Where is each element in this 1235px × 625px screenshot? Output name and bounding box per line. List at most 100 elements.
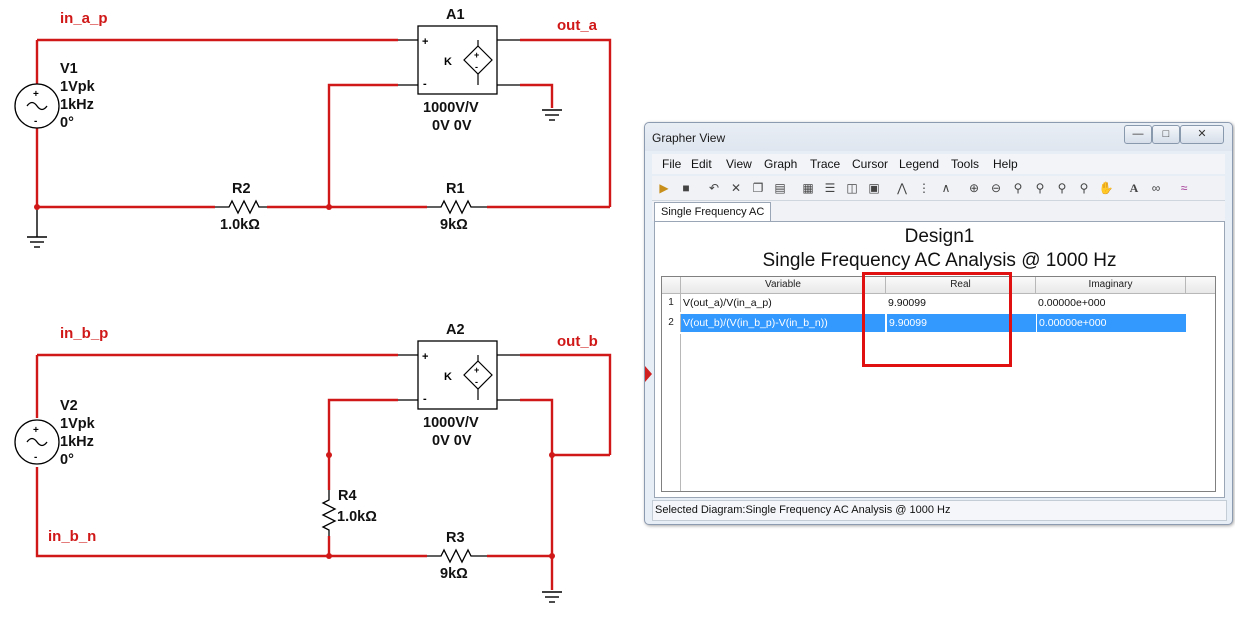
ground-icon bbox=[542, 109, 562, 121]
menu-cursor[interactable]: Cursor bbox=[852, 157, 889, 171]
save-icon[interactable]: ■ bbox=[682, 181, 690, 195]
svg-text:+: + bbox=[474, 365, 479, 375]
v2-amplitude: 1Vpk bbox=[60, 416, 96, 432]
a2-k-label: K bbox=[444, 371, 452, 383]
ac-source-v1[interactable]: + - bbox=[14, 83, 60, 129]
menu-legend[interactable]: Legend bbox=[899, 157, 940, 171]
toolbar: ▶ ■ ↶ ✕ ❐ ▤ ▦ ☰ ◫ ▣ ⋀ ⋮ ∧ ⊕ ⊖ ⚲ ⚲ ⚲ ⚲ ✋ … bbox=[652, 176, 1225, 201]
diagram-title: Design1 bbox=[904, 226, 975, 247]
net-label-out-b: out_b bbox=[557, 333, 598, 350]
zoom-in-icon[interactable]: ⊕ bbox=[968, 181, 980, 195]
label-icon[interactable]: ∞ bbox=[1151, 181, 1161, 195]
text-icon[interactable]: A bbox=[1129, 181, 1139, 195]
r3-name: R3 bbox=[446, 530, 465, 546]
cell-real-selected[interactable]: 9.90099 bbox=[886, 314, 1036, 332]
open-folder-icon[interactable]: ▶ bbox=[659, 181, 669, 195]
svg-text:-: - bbox=[475, 377, 478, 387]
undo-icon[interactable]: ↶ bbox=[708, 181, 720, 195]
zoom-y-icon[interactable]: ⚲ bbox=[1057, 181, 1067, 195]
junction-dot bbox=[549, 553, 555, 559]
menu-view[interactable]: View bbox=[726, 157, 752, 171]
junction-dot bbox=[34, 204, 40, 210]
resistor-r1[interactable] bbox=[427, 199, 487, 215]
selected-diagram-marker bbox=[645, 366, 652, 382]
r2-name: R2 bbox=[232, 181, 251, 197]
row-number: 1 bbox=[662, 294, 681, 312]
svg-text:+: + bbox=[33, 425, 39, 436]
invert-colors-icon[interactable]: ▣ bbox=[868, 181, 880, 195]
highlight-box bbox=[862, 272, 1012, 367]
resistor-r3[interactable] bbox=[427, 548, 487, 564]
tab-single-frequency-ac[interactable]: Single Frequency AC bbox=[654, 202, 772, 221]
cell-variable-selected[interactable]: V(out_b)/(V(in_b_p)-V(in_b_n)) bbox=[681, 314, 885, 332]
menu-graph[interactable]: Graph bbox=[764, 157, 798, 171]
cell-real[interactable]: 9.90099 bbox=[888, 297, 926, 309]
row-number: 2 bbox=[662, 314, 681, 332]
a1-name: A1 bbox=[446, 7, 465, 23]
legend-icon[interactable]: ☰ bbox=[824, 181, 836, 195]
wires-circuit-a bbox=[35, 38, 612, 209]
zoom-out-icon[interactable]: ⊖ bbox=[990, 181, 1002, 195]
zoom-full-icon[interactable]: ⚲ bbox=[1079, 181, 1089, 195]
column-header-real[interactable]: Real bbox=[886, 277, 1036, 294]
window-titlebar[interactable]: Grapher View — □ ✕ bbox=[645, 123, 1232, 151]
net-label-in-b-p: in_b_p bbox=[60, 325, 108, 342]
menu-edit[interactable]: Edit bbox=[691, 157, 712, 171]
a1-gain: 1000V/V bbox=[423, 100, 479, 116]
menu-tools[interactable]: Tools bbox=[951, 157, 980, 171]
menu-bar: File Edit View Graph Trace Cursor Legend… bbox=[652, 154, 1225, 174]
cell-imaginary-selected[interactable]: 0.00000e+000 bbox=[1036, 314, 1186, 332]
overlay-traces-icon[interactable]: ≈ bbox=[1180, 181, 1188, 195]
resistor-r4[interactable] bbox=[321, 490, 337, 536]
r4-value: 1.0kΩ bbox=[337, 509, 377, 525]
zoom-area-icon[interactable]: ⚲ bbox=[1013, 181, 1023, 195]
net-label-in-b-n: in_b_n bbox=[48, 528, 96, 545]
junction-dot bbox=[326, 553, 332, 559]
circuit-schematic: + - + - + - + - K + - + - K bbox=[14, 7, 612, 603]
junction-dot bbox=[326, 204, 332, 210]
v1-frequency: 1kHz bbox=[60, 97, 94, 113]
tab-strip: Single Frequency AC bbox=[652, 201, 1225, 221]
a2-minus-sign: - bbox=[423, 393, 427, 405]
minimize-button[interactable]: — bbox=[1124, 125, 1152, 144]
a1-plus-sign: + bbox=[422, 36, 428, 48]
r1-name: R1 bbox=[446, 181, 465, 197]
voltage-gain-block-a1[interactable]: + - bbox=[398, 25, 520, 95]
a2-plus-sign: + bbox=[422, 351, 428, 363]
grapher-window: Grapher View — □ ✕ File Edit View Graph … bbox=[644, 122, 1233, 525]
v2-name: V2 bbox=[60, 398, 78, 414]
cut-icon[interactable]: ✕ bbox=[730, 181, 742, 195]
r1-value: 9kΩ bbox=[440, 217, 468, 233]
menu-help[interactable]: Help bbox=[993, 157, 1018, 171]
cursors-icon[interactable]: ◫ bbox=[846, 181, 858, 195]
column-header-imaginary[interactable]: Imaginary bbox=[1036, 277, 1186, 294]
r4-name: R4 bbox=[338, 488, 357, 504]
ac-source-v2[interactable]: + - bbox=[14, 419, 60, 465]
menu-file[interactable]: File bbox=[662, 157, 682, 171]
status-bar: Selected Diagram:Single Frequency AC Ana… bbox=[652, 500, 1227, 521]
voltage-gain-block-a2[interactable]: + - bbox=[398, 340, 520, 410]
resistor-r2[interactable] bbox=[215, 199, 267, 215]
cell-variable[interactable]: V(out_a)/V(in_a_p) bbox=[683, 297, 772, 309]
close-button[interactable]: ✕ bbox=[1180, 125, 1224, 144]
pan-hand-icon[interactable]: ✋ bbox=[1098, 181, 1114, 195]
menu-trace[interactable]: Trace bbox=[810, 157, 841, 171]
row-number-column bbox=[680, 334, 681, 491]
column-header-filler bbox=[1186, 277, 1215, 294]
v1-amplitude: 1Vpk bbox=[60, 79, 96, 95]
cell-imaginary[interactable]: 0.00000e+000 bbox=[1038, 297, 1106, 309]
column-header-variable[interactable]: Variable bbox=[681, 277, 886, 294]
grid-icon[interactable]: ▦ bbox=[802, 181, 814, 195]
svg-text:-: - bbox=[34, 452, 37, 463]
maximize-button[interactable]: □ bbox=[1152, 125, 1180, 144]
svg-text:+: + bbox=[474, 50, 479, 60]
v2-phase: 0° bbox=[60, 452, 74, 468]
trace-line-icon[interactable]: ⋀ bbox=[897, 181, 907, 195]
svg-text:+: + bbox=[33, 89, 39, 100]
trace-points-icon[interactable]: ⋮ bbox=[918, 181, 930, 195]
paste-icon[interactable]: ▤ bbox=[774, 181, 786, 195]
zoom-x-icon[interactable]: ⚲ bbox=[1035, 181, 1045, 195]
trace-mixed-icon[interactable]: ∧ bbox=[941, 181, 951, 195]
v1-phase: 0° bbox=[60, 115, 74, 131]
copy-icon[interactable]: ❐ bbox=[752, 181, 764, 195]
